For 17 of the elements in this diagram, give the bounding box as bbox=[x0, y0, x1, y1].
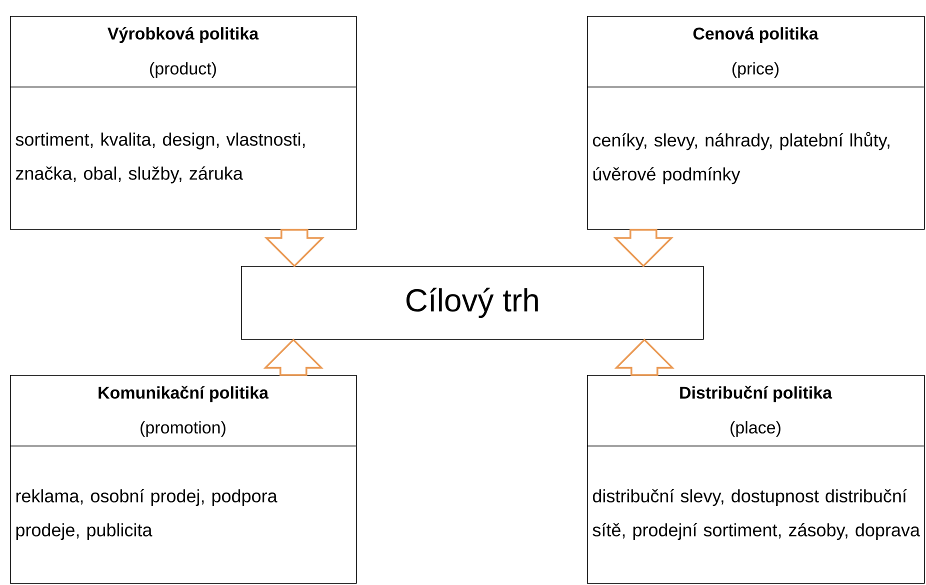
box-body-text: sortiment, kvalita, design, vlastnosti, značka, obal, služby, záruka bbox=[16, 132, 305, 184]
box-subtitle: (place) bbox=[730, 421, 780, 437]
box-body-text: ceníky, slevy, náhrady, platební lhůty, úvěrové podmínky bbox=[592, 132, 890, 184]
block-arrow bbox=[613, 228, 674, 268]
block-arrow bbox=[263, 338, 324, 376]
box-title: Distribuční politika bbox=[680, 386, 832, 402]
box-subtitle: (product) bbox=[150, 62, 216, 78]
box-body-text: distribuční slevy, dostupnost distribuční sítě, prodejní sortiment, zásoby, doprava bbox=[592, 489, 920, 540]
block-arrow bbox=[614, 338, 675, 376]
target-box: Cílový trh bbox=[241, 266, 704, 340]
block-arrow bbox=[264, 228, 325, 268]
box-body-text: reklama, osobní prodej, podpora prodeje, publicita bbox=[16, 489, 278, 540]
box-title: Komunikační politika bbox=[98, 386, 269, 402]
box-title: Cenová politika bbox=[693, 27, 818, 43]
box-title: Výrobková politika bbox=[108, 27, 259, 43]
box-subtitle: (price) bbox=[732, 62, 779, 78]
box-subtitle: (promotion) bbox=[140, 421, 226, 437]
